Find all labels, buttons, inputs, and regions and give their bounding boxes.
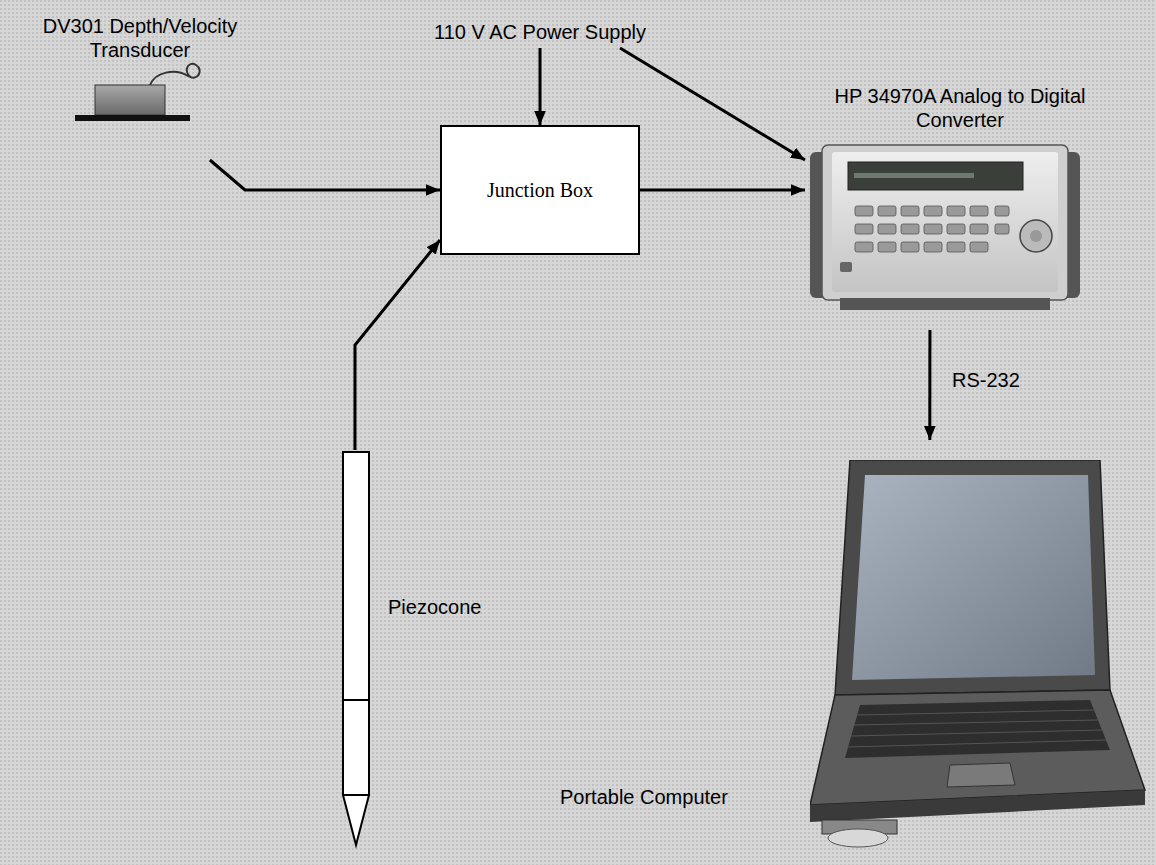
box-label: Junction Box bbox=[487, 178, 593, 202]
power-button bbox=[840, 262, 852, 272]
display bbox=[848, 162, 1023, 190]
display-segment bbox=[854, 173, 974, 178]
connector-arrow bbox=[928, 330, 931, 440]
laptop-lid bbox=[835, 460, 1110, 695]
piezocone-picture bbox=[340, 450, 372, 850]
device-label: HP 34970A Analog to Digital Converter bbox=[830, 84, 1090, 132]
laptop-front-edge bbox=[810, 790, 1145, 822]
converter-picture bbox=[810, 140, 1080, 315]
connector-arrow bbox=[210, 160, 440, 190]
connector-arrow bbox=[620, 48, 805, 160]
knob-center bbox=[1030, 230, 1042, 242]
laptop-base bbox=[810, 690, 1145, 805]
connector-arrow bbox=[355, 240, 440, 450]
device-label: DV301 Depth/Velocity Transducer bbox=[25, 14, 255, 62]
cone-shaft bbox=[343, 452, 369, 795]
disc bbox=[828, 829, 888, 847]
junction-box: Junction Box bbox=[440, 125, 640, 255]
button-grid bbox=[855, 206, 1009, 252]
laptop-picture bbox=[810, 460, 1150, 860]
connector-arrow bbox=[539, 48, 542, 125]
touchpad bbox=[947, 763, 1015, 787]
transducer-body bbox=[95, 85, 165, 115]
edge-label: RS-232 bbox=[952, 368, 1020, 392]
keyboard bbox=[845, 700, 1110, 758]
front-panel bbox=[832, 152, 1058, 292]
device-label: Piezocone bbox=[388, 595, 490, 619]
piezocone-node: Piezocone bbox=[330, 450, 490, 855]
converter-node: HP 34970A Analog to Digital Converter bbox=[805, 80, 1115, 330]
transducer-node: DV301 Depth/Velocity Transducer bbox=[25, 10, 255, 160]
cone-tip bbox=[343, 795, 369, 845]
transducer-cable bbox=[150, 64, 200, 85]
connector-arrow bbox=[640, 189, 805, 192]
power-supply-node: 110 V AC Power Supply bbox=[380, 16, 700, 48]
device-label: Portable Computer bbox=[560, 785, 1150, 809]
keyboard-rows bbox=[848, 710, 1106, 747]
converter-body bbox=[822, 145, 1068, 300]
laptop-screen bbox=[852, 475, 1095, 680]
terminal-strip bbox=[840, 298, 1050, 310]
computer-node: Portable Computer bbox=[550, 440, 1150, 860]
transducer-picture bbox=[70, 60, 220, 130]
transducer-plate bbox=[75, 115, 190, 121]
cone-joint bbox=[343, 699, 369, 701]
power-label: 110 V AC Power Supply bbox=[434, 20, 646, 44]
knob bbox=[1020, 220, 1052, 252]
